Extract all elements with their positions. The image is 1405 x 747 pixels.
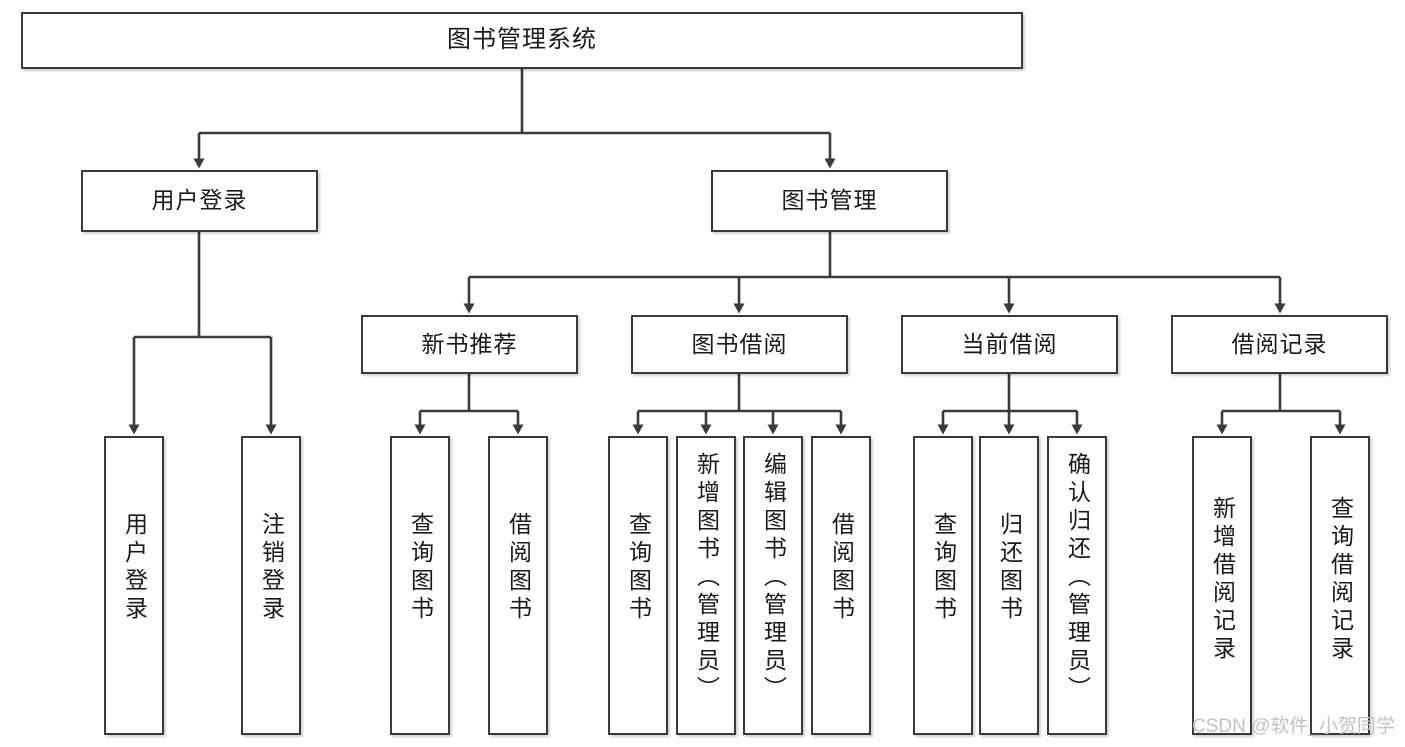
leaf-current-borrow-query-books[interactable]: 查询图书 (913, 436, 973, 735)
node-label: 借阅图书 (505, 512, 532, 624)
node-label: 确认归还（管理员） (1064, 452, 1091, 704)
node-new-book-recommendation[interactable]: 新书推荐 (361, 315, 578, 374)
leaf-user-login-logout[interactable]: 注销登录 (241, 436, 301, 735)
leaf-new-book-borrow-books[interactable]: 借阅图书 (488, 436, 548, 735)
node-label: 新书推荐 (421, 330, 518, 357)
node-label: 查询图书 (625, 512, 652, 624)
leaf-book-borrow-query-books[interactable]: 查询图书 (608, 436, 668, 735)
node-label: 新增借阅记录 (1209, 496, 1236, 664)
leaf-current-borrow-return-books[interactable]: 归还图书 (979, 436, 1039, 735)
node-label: 新增图书（管理员） (693, 452, 720, 704)
csdn-watermark: CSDN @软件_小贺同学 (1192, 716, 1395, 737)
node-label: 图书管理 (781, 187, 878, 214)
node-label: 注销登录 (258, 512, 285, 624)
leaf-borrow-record-query-record[interactable]: 查询借阅记录 (1310, 436, 1370, 735)
node-book-borrowing[interactable]: 图书借阅 (631, 315, 848, 374)
node-user-login[interactable]: 用户登录 (81, 170, 318, 232)
node-label: 当前借阅 (961, 330, 1058, 357)
node-label: 查询借阅记录 (1327, 496, 1354, 664)
node-label: 图书管理系统 (447, 26, 597, 54)
node-label: 查询图书 (407, 512, 434, 624)
node-label: 编辑图书（管理员） (760, 452, 787, 704)
node-label: 归还图书 (996, 512, 1023, 624)
node-label: 用户登录 (151, 187, 248, 214)
node-root-book-management-system[interactable]: 图书管理系统 (21, 12, 1023, 69)
node-borrowing-record[interactable]: 借阅记录 (1171, 315, 1388, 374)
node-label: 图书借阅 (691, 330, 788, 357)
leaf-new-book-query-books[interactable]: 查询图书 (390, 436, 450, 735)
leaf-book-borrow-borrow-books[interactable]: 借阅图书 (811, 436, 871, 735)
node-label: 借阅图书 (828, 512, 855, 624)
leaf-borrow-record-add-record[interactable]: 新增借阅记录 (1192, 436, 1252, 735)
leaf-user-login-login[interactable]: 用户登录 (104, 436, 164, 735)
leaf-book-borrow-edit-book-admin[interactable]: 编辑图书（管理员） (743, 436, 803, 735)
leaf-current-borrow-confirm-return-admin[interactable]: 确认归还（管理员） (1047, 436, 1107, 735)
node-label: 用户登录 (121, 512, 148, 624)
node-current-borrowing[interactable]: 当前借阅 (901, 315, 1118, 374)
node-book-management[interactable]: 图书管理 (711, 170, 948, 232)
node-label: 查询图书 (930, 512, 957, 624)
leaf-book-borrow-add-book-admin[interactable]: 新增图书（管理员） (676, 436, 736, 735)
node-label: 借阅记录 (1231, 330, 1328, 357)
